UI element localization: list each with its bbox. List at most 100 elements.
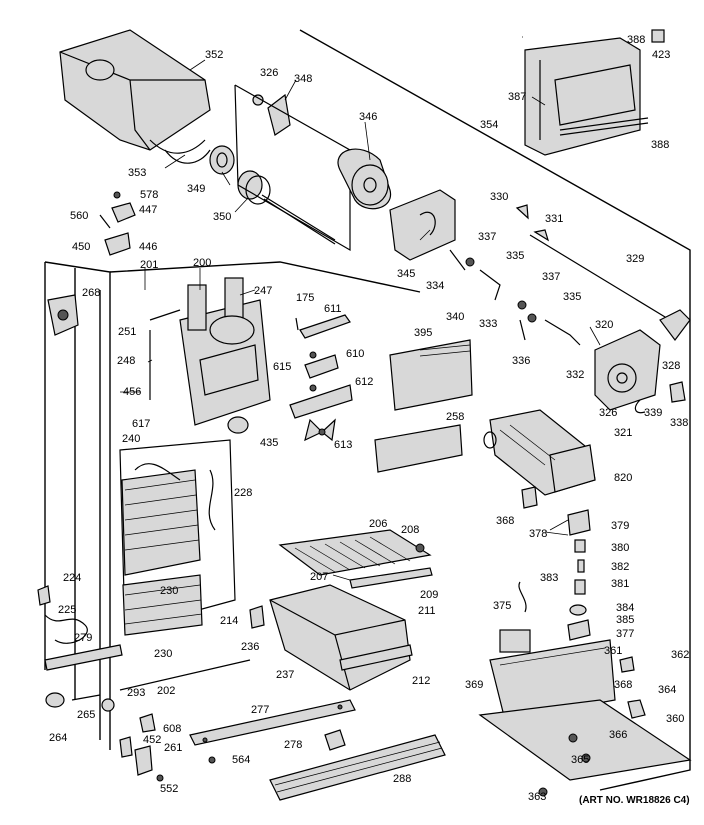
callout-label: 387 xyxy=(508,91,526,103)
callout-labels: 352 326 348 346 388 423 387 354 388 353 … xyxy=(49,34,689,803)
cover-258 xyxy=(374,424,463,473)
callout-label: 379 xyxy=(611,520,629,532)
callout-label: 382 xyxy=(611,561,629,573)
callout-label: 612 xyxy=(355,376,373,388)
callout-label: 608 xyxy=(163,723,181,735)
callout-label: 251 xyxy=(118,326,136,338)
callout-label: 329 xyxy=(626,253,644,265)
callout-label: 363 xyxy=(528,791,546,803)
callout-label: 209 xyxy=(420,589,438,601)
evaporator-228 xyxy=(119,439,236,636)
callout-label: 265 xyxy=(77,709,95,721)
small-brackets-left xyxy=(99,191,136,256)
callout-label: 446 xyxy=(139,241,157,253)
callout-label: 320 xyxy=(595,319,613,331)
callout-label: 380 xyxy=(611,542,629,554)
callout-label: 237 xyxy=(276,669,294,681)
callout-label: 423 xyxy=(652,49,670,61)
callout-label: 258 xyxy=(446,411,464,423)
grille-288 xyxy=(269,734,446,801)
parts-326-348 xyxy=(234,84,351,252)
callout-label: 279 xyxy=(74,632,92,644)
callout-label: 214 xyxy=(220,615,238,627)
clip-278 xyxy=(324,729,346,751)
callout-label: 560 xyxy=(70,210,88,222)
callout-label: 321 xyxy=(614,427,632,439)
callout-label: 224 xyxy=(63,572,81,584)
callout-label: 362 xyxy=(671,649,689,661)
callout-label: 335 xyxy=(563,291,581,303)
callout-label: 345 xyxy=(397,268,415,280)
callout-label: 338 xyxy=(670,417,688,429)
callout-label: 236 xyxy=(241,641,259,653)
cabinet-frame xyxy=(44,29,691,791)
callout-label: 211 xyxy=(418,605,436,617)
callout-label: 212 xyxy=(412,675,430,687)
callout-label: 261 xyxy=(164,742,182,754)
callout-label: 331 xyxy=(545,213,563,225)
rail-277 xyxy=(189,699,356,746)
callout-label: 447 xyxy=(139,204,157,216)
callout-label: 230 xyxy=(154,648,172,660)
callout-label: 248 xyxy=(117,355,135,367)
auger-parts xyxy=(209,145,336,245)
callout-label: 820 xyxy=(614,472,632,484)
callout-label: 339 xyxy=(644,407,662,419)
callout-label: 278 xyxy=(284,739,302,751)
linkage-parts xyxy=(449,204,671,346)
callout-label: 564 xyxy=(232,754,250,766)
heater-rail-parts xyxy=(37,585,251,712)
callout-label: 452 xyxy=(143,734,161,746)
shelf-206 xyxy=(278,529,433,589)
board-395 xyxy=(389,339,473,411)
callout-label: 368 xyxy=(614,679,632,691)
callout-label: 388 xyxy=(627,34,645,46)
callout-label: 361 xyxy=(604,645,622,657)
callout-label: 385 xyxy=(616,614,634,626)
ice-bucket-352 xyxy=(59,29,211,164)
callout-label: 335 xyxy=(506,250,524,262)
callout-label: 346 xyxy=(359,111,377,123)
callout-label: 326 xyxy=(260,67,278,79)
callout-label: 175 xyxy=(296,292,314,304)
icemaker-820 xyxy=(483,409,596,496)
callout-label: 381 xyxy=(611,578,629,590)
callout-label: 352 xyxy=(205,49,223,61)
callout-label: 435 xyxy=(260,437,278,449)
fan-bracket-cluster xyxy=(289,314,353,442)
art-number: (ART NO. WR18826 C4) xyxy=(579,795,690,806)
callout-label: 613 xyxy=(334,439,352,451)
callout-label: 615 xyxy=(273,361,291,373)
callout-label: 293 xyxy=(127,687,145,699)
callout-label: 364 xyxy=(658,684,676,696)
callout-label: 326 xyxy=(599,407,617,419)
callout-label: 207 xyxy=(310,571,328,583)
callout-label: 206 xyxy=(369,518,387,530)
leader-lines xyxy=(120,36,601,581)
callout-label: 288 xyxy=(393,773,411,785)
valve-components xyxy=(518,509,591,641)
icemaker-motor-326 xyxy=(594,309,691,414)
housing-247 xyxy=(149,277,271,434)
callout-label: 277 xyxy=(251,704,269,716)
callout-label: 395 xyxy=(414,327,432,339)
callout-label: 552 xyxy=(160,783,178,795)
callout-label: 617 xyxy=(132,418,150,430)
callout-label: 240 xyxy=(122,433,140,445)
callout-label: 369 xyxy=(465,679,483,691)
callout-label: 200 xyxy=(193,257,211,269)
callout-label: 377 xyxy=(616,628,634,640)
callout-label: 366 xyxy=(609,729,627,741)
callout-label: 368 xyxy=(496,515,514,527)
bracket-345 xyxy=(389,189,456,261)
callout-label: 349 xyxy=(187,183,205,195)
callout-label: 354 xyxy=(480,119,498,131)
callout-label: 334 xyxy=(426,280,444,292)
callout-label: 247 xyxy=(254,285,272,297)
callout-label: 225 xyxy=(58,604,76,616)
callout-label: 332 xyxy=(566,369,584,381)
callout-label: 578 xyxy=(140,189,158,201)
callout-label: 353 xyxy=(128,167,146,179)
callout-label: 208 xyxy=(401,524,419,536)
